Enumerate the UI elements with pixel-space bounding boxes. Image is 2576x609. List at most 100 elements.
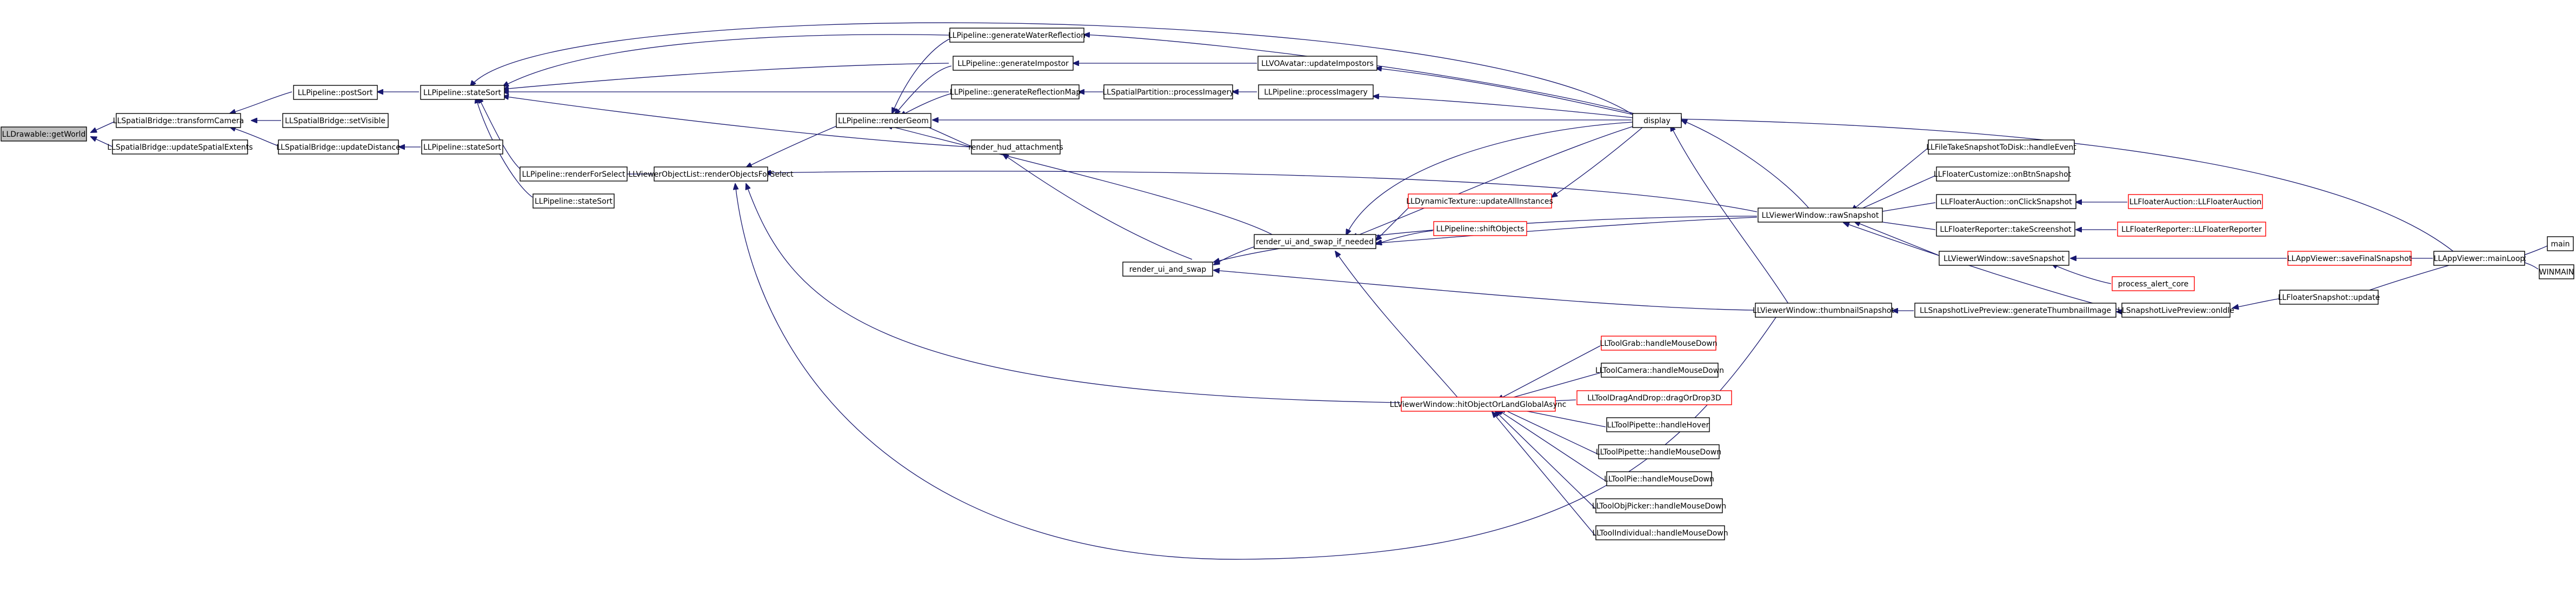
node-label: LLSpatialBridge::updateDistance — [276, 143, 400, 152]
node-filetakesnapshottodisk-handle-event[interactable]: LLFileTakeSnapshotToDisk::handleEvent — [1926, 139, 2076, 155]
node-label: LLAppViewer::saveFinalSnapshot — [2287, 255, 2412, 263]
node-voavatar-update-impostors[interactable]: LLVOAvatar::updateImpostors — [1257, 56, 1377, 71]
node-label: LLPipeline::stateSort — [535, 197, 613, 206]
edge-rofs-hit — [746, 184, 1401, 403]
node-label: LLSpatialBridge::transformCamera — [113, 117, 244, 125]
edge-disp-raw — [1681, 120, 1812, 211]
node-floatersnapshot-update[interactable]: LLFloaterSnapshot::update — [2278, 290, 2380, 305]
node-label: LLPipeline::stateSort — [423, 143, 501, 152]
node-label: LLFloaterAuction::LLFloaterAuction — [2129, 198, 2261, 206]
node-layer: LLDrawable::getWorld LLSpatialBridge::tr… — [1, 28, 2574, 540]
node-label: LLPipeline::postSort — [298, 89, 373, 97]
node-label: LLViewerWindow::thumbnailSnapshot — [1753, 306, 1894, 315]
node-viewerwindow-hit-object-or-land-global-async[interactable]: LLViewerWindow::hitObjectOrLandGlobalAsy… — [1390, 397, 1567, 412]
node-viewerwindow-save-snapshot[interactable]: LLViewerWindow::saveSnapshot — [1939, 251, 2069, 266]
node-appviewer-main-loop[interactable]: LLAppViewer::mainLoop — [2433, 251, 2525, 266]
node-spatialbridge-set-visible[interactable]: LLSpatialBridge::setVisible — [282, 113, 389, 128]
node-spatialbridge-transform-camera[interactable]: LLSpatialBridge::transformCamera — [113, 113, 244, 128]
edge-rusin-hit — [1335, 251, 1460, 400]
node-label: LLPipeline::generateImpostor — [957, 59, 1069, 68]
node-label: LLViewerWindow::saveSnapshot — [1943, 255, 2065, 263]
node-floaterreporter-take-screenshot[interactable]: LLFloaterReporter::takeScreenshot — [1936, 222, 2075, 237]
node-label: LLFloaterCustomize::onBtnSnapshot — [1934, 170, 2072, 179]
node-toolpie-handle-mouse-down[interactable]: LLToolPie::handleMouseDown — [1604, 471, 1714, 486]
node-label: LLAppViewer::mainLoop — [2434, 255, 2525, 263]
node-render-ui-and-swap-if-needed[interactable]: render_ui_and_swap_if_needed — [1254, 234, 1376, 249]
edge-raw-tsd — [1852, 148, 1928, 211]
edge-hit-tpmd — [1500, 408, 1598, 454]
node-dynamictexture-update-all-instances[interactable]: LLDynamicTexture::updateAllInstances — [1406, 193, 1553, 209]
node-spatialpartition-process-imagery[interactable]: LLSpatialPartition::processImagery — [1102, 84, 1234, 99]
node-label: LLPipeline::processImagery — [1264, 88, 1368, 97]
node-spatialbridge-update-spatial-extents[interactable]: LLSpatialBridge::updateSpatialExtents — [107, 139, 253, 155]
edge-rofs-rg — [746, 124, 841, 168]
node-floaterauction-on-click-snapshot[interactable]: LLFloaterAuction::onClickSnapshot — [1936, 194, 2076, 209]
node-label: LLDynamicTexture::updateAllInstances — [1406, 197, 1553, 206]
node-display[interactable]: display — [1632, 113, 1682, 128]
node-toolcamera-handle-mouse-down[interactable]: LLToolCamera::handleMouseDown — [1595, 363, 1724, 378]
node-pipeline-shift-objects[interactable]: LLPipeline::shiftObjects — [1433, 221, 1527, 236]
node-label: LLPipeline::shiftObjects — [1436, 225, 1525, 233]
edge-hit-tobj — [1495, 411, 1595, 508]
edge-ss1-rha — [503, 96, 971, 148]
node-label: LLToolDragAndDrop::dragOrDrop3D — [1587, 394, 1721, 403]
node-pipeline-generate-impostor[interactable]: LLPipeline::generateImpostor — [953, 56, 1074, 71]
node-pipeline-state-sort-3[interactable]: LLPipeline::stateSort — [532, 193, 615, 209]
node-drawable-get-world[interactable]: LLDrawable::getWorld — [1, 126, 87, 142]
node-label: LLToolCamera::handleMouseDown — [1595, 366, 1724, 375]
edge-use-root — [91, 137, 112, 147]
edge-vwss-pac — [2052, 264, 2112, 284]
edge-ss1-disp — [470, 22, 1636, 117]
node-floatercustomize-on-btn-snapshot[interactable]: LLFloaterCustomize::onBtnSnapshot — [1934, 166, 2072, 182]
edge-rus-thumb — [1214, 270, 1755, 311]
edge-ss1-gwr — [503, 34, 949, 86]
node-process-alert-core[interactable]: process_alert_core — [2112, 276, 2195, 291]
node-toolobjpicker-handle-mouse-down[interactable]: LLToolObjPicker::handleMouseDown — [1592, 498, 1726, 513]
node-appviewer-save-final-snapshot[interactable]: LLAppViewer::saveFinalSnapshot — [2287, 251, 2412, 266]
node-toolpipette-handle-hover[interactable]: LLToolPipette::handleHover — [1606, 417, 1710, 432]
node-winmain[interactable]: WINMAIN — [2539, 264, 2574, 279]
edge-ss1-gi — [503, 63, 949, 89]
node-toolgrab-handle-mouse-down[interactable]: LLToolGrab::handleMouseDown — [1600, 336, 1718, 351]
edge-disp-ml — [1676, 119, 2460, 257]
edge-ss1-rfs — [478, 97, 522, 171]
node-snapshotlivepreview-generate-thumbnail-image[interactable]: LLSnapshotLivePreview::generateThumbnail… — [1914, 303, 2116, 318]
node-pipeline-generate-reflection-map[interactable]: LLPipeline::generateReflectionMap — [950, 84, 1081, 99]
node-tooldraganddrop-drag-or-drop-3d[interactable]: LLToolDragAndDrop::dragOrDrop3D — [1576, 390, 1732, 405]
edge-rusin-dta — [1376, 205, 1412, 240]
node-label: LLToolGrab::handleMouseDown — [1600, 339, 1717, 348]
node-pipeline-render-geom[interactable]: LLPipeline::renderGeom — [836, 113, 931, 128]
node-pipeline-state-sort-1[interactable]: LLPipeline::stateSort — [420, 85, 505, 100]
edge-rha-rus — [1003, 154, 1193, 260]
node-snapshotlivepreview-on-idle[interactable]: LLSnapshotLivePreview::onIdle — [2118, 303, 2234, 318]
edge-rg-gwr — [892, 37, 952, 113]
node-label: LLToolPie::handleMouseDown — [1604, 475, 1714, 484]
node-pipeline-render-for-select[interactable]: LLPipeline::renderForSelect — [520, 166, 628, 182]
node-render-ui-and-swap[interactable]: render_ui_and_swap — [1122, 262, 1213, 277]
node-toolindividual-handle-mouse-down[interactable]: LLToolIndividual::handleMouseDown — [1592, 525, 1728, 540]
node-viewerwindow-raw-snapshot[interactable]: LLViewerWindow::rawSnapshot — [1758, 208, 1883, 223]
edge-rg-rusin — [887, 125, 1274, 236]
node-label: LLViewerWindow::rawSnapshot — [1762, 211, 1879, 220]
node-pipeline-process-imagery[interactable]: LLPipeline::processImagery — [1258, 84, 1374, 99]
edge-ppi-disp — [1373, 96, 1634, 118]
node-spatialbridge-update-distance[interactable]: LLSpatialBridge::updateDistance — [276, 139, 401, 155]
node-viewerobjectlist-render-objects-for-select[interactable]: LLViewerObjectList::renderObjectsForSele… — [628, 166, 794, 182]
node-label: display — [1643, 117, 1670, 125]
node-pipeline-generate-water-reflection[interactable]: LLPipeline::generateWaterReflection — [948, 28, 1086, 43]
node-render-hud-attachments[interactable]: render_hud_attachments — [968, 139, 1063, 155]
node-label: LLPipeline::generateReflectionMap — [950, 88, 1081, 97]
node-label: LLToolPipette::handleHover — [1607, 421, 1709, 430]
node-main[interactable]: main — [2547, 236, 2574, 251]
node-label: LLFileTakeSnapshotToDisk::handleEvent — [1926, 143, 2076, 152]
node-pipeline-post-sort[interactable]: LLPipeline::postSort — [293, 85, 378, 100]
node-floaterauction-ctor[interactable]: LLFloaterAuction::LLFloaterAuction — [2128, 194, 2263, 209]
node-toolpipette-handle-mouse-down[interactable]: LLToolPipette::handleMouseDown — [1596, 444, 1721, 459]
node-label: LLSnapshotLivePreview::onIdle — [2118, 306, 2234, 315]
edge-slpoi-fsu — [2233, 298, 2279, 308]
node-viewerwindow-thumbnail-snapshot[interactable]: LLViewerWindow::thumbnailSnapshot — [1753, 303, 1894, 318]
node-pipeline-state-sort-2[interactable]: LLPipeline::stateSort — [421, 139, 503, 155]
node-label: LLSpatialBridge::setVisible — [285, 117, 385, 125]
node-floaterreporter-ctor[interactable]: LLFloaterReporter::LLFloaterReporter — [2117, 222, 2266, 237]
